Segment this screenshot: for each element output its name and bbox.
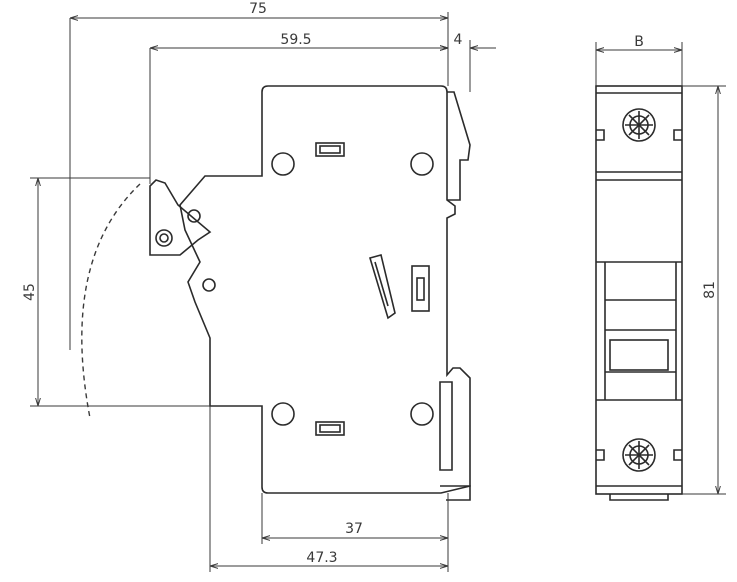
dim-45-label: 45 [22, 283, 38, 301]
terminal-slot-top-inner [319, 145, 341, 154]
mount-hole-br [410, 402, 434, 426]
direction-mark [368, 254, 396, 320]
housing-outline [179, 85, 471, 494]
lever-knob-top [187, 209, 201, 223]
lever-pivot [155, 229, 173, 247]
mount-hole-tr [410, 152, 434, 176]
dim-b-label: B [634, 34, 644, 50]
lever-pivot-inner [159, 233, 169, 243]
lever-knob-bottom [202, 278, 216, 292]
indicator-window [411, 265, 430, 312]
front-view [595, 85, 683, 501]
rail-clip-top [447, 91, 471, 201]
front-body [595, 85, 683, 495]
dim-47-3-label: 47.3 [306, 550, 337, 566]
rail-clip-bottom [439, 381, 453, 471]
indicator-window-inner [416, 277, 425, 301]
terminal-slot-bottom-inner [319, 424, 341, 433]
terminal-slot-top [315, 142, 345, 157]
dim-4-label: 4 [454, 32, 463, 48]
dimension-lines [30, 12, 726, 572]
rail-clip-base [440, 485, 471, 501]
dim-81-label: 81 [702, 281, 718, 299]
dim-37-label: 37 [345, 521, 363, 537]
mount-hole-tl [271, 152, 295, 176]
lever [149, 179, 212, 256]
dim-75-label: 75 [249, 1, 267, 17]
side-view [81, 85, 471, 501]
direction-mark-inner [374, 261, 389, 307]
screw-bottom-icon [622, 438, 656, 472]
front-toggle [609, 339, 669, 371]
screw-top-icon [622, 108, 656, 142]
dim-59-5-label: 59.5 [280, 32, 311, 48]
lever-swing-arc [81, 183, 141, 419]
terminal-slot-bottom [315, 421, 345, 436]
mount-hole-bl [271, 402, 295, 426]
